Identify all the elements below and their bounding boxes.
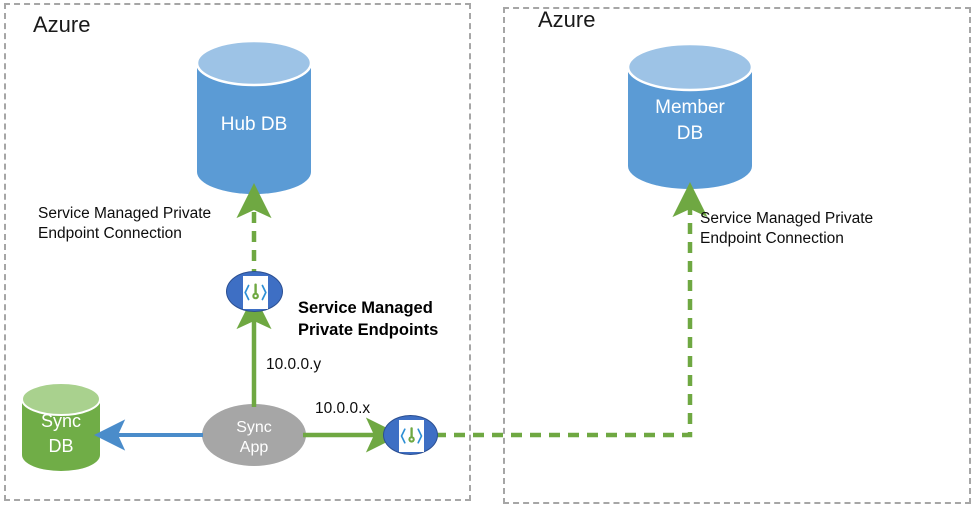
sync-db-label-line2: DB	[48, 436, 74, 456]
azure-zone-left-label: Azure	[33, 12, 91, 37]
ip-label-hub: 10.0.0.y	[266, 356, 322, 373]
sync-db-label-line1: Sync	[40, 411, 82, 431]
member-connection-note: Service Managed Private Endpoint Connect…	[700, 210, 874, 247]
member-db-label: Member DB	[628, 95, 752, 147]
sync-app-label: Sync App	[202, 418, 306, 458]
private-endpoint-hub[interactable]	[226, 271, 283, 312]
private-link-icon	[399, 420, 424, 452]
azure-zone-right-label: Azure	[538, 7, 596, 32]
private-link-icon	[243, 276, 268, 309]
sync-app-label-line1: Sync	[236, 419, 272, 436]
service-managed-private-endpoints-title: Service Managed Private Endpoints	[298, 299, 439, 339]
member-db-label-line1: Member	[655, 97, 725, 118]
private-endpoint-member[interactable]	[383, 415, 438, 455]
sync-app-label-line2: App	[239, 439, 269, 456]
sync-db-label: Sync DB	[22, 409, 100, 459]
private-link-glyph	[244, 283, 267, 301]
hub-connection-note: Service Managed Private Endpoint Connect…	[38, 205, 212, 242]
private-link-glyph	[400, 427, 423, 444]
member-db-label-line2: DB	[676, 123, 704, 144]
ip-label-member: 10.0.0.x	[315, 400, 371, 417]
azure-zone-right	[503, 7, 971, 504]
